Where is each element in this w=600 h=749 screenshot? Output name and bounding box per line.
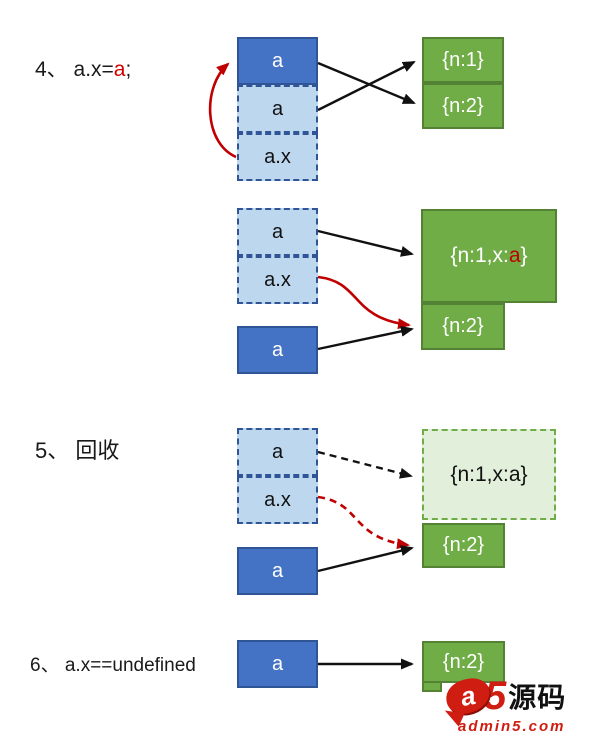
step6-label: 6、 a.x==undefined [30, 650, 196, 677]
step5-var-ax: a.x [237, 476, 318, 524]
arrow-step5-var-a-to-n1xa-dashed [317, 450, 413, 479]
step4b-obj-n1xa-text: {n:1,x:a} [450, 244, 527, 268]
step5-obj-n1xa-text: {n:1,x:a} [450, 462, 528, 486]
arrow-step4b-ax-to-n2-red-curve [317, 275, 411, 330]
step5-obj-n2-text: {n:2} [442, 534, 485, 556]
step4b-var-a-text: a [271, 220, 284, 243]
step4b-var-ax: a.x [237, 256, 318, 304]
arrow-step4b-var-a-to-n1xa [317, 229, 414, 257]
arrow-step4-var-a-to-n1 [317, 60, 416, 112]
step4b-obj-n2-text: {n:2} [442, 315, 484, 337]
step5-label: 5、 回收 [35, 433, 119, 465]
step4-label-semicolon: ; [125, 58, 132, 81]
arrow-step4-ax-to-a-red-curve [208, 62, 237, 159]
step4b-heap-obj-n1xa: {n:1,x:a} [421, 209, 557, 303]
arrow-step5-frame-a-to-n2 [317, 545, 414, 573]
step4-label-text: 4、 a.x= [35, 58, 114, 81]
step6-stack-frame-a: a [237, 640, 318, 688]
step6-obj-n2-text: {n:2} [442, 650, 485, 673]
step4b-heap-obj-n2: {n:2} [421, 303, 505, 350]
a5-logo-swoosh-icon [442, 710, 465, 728]
step4-obj-n1-text: {n:1} [442, 48, 484, 71]
step5-heap-obj-n2: {n:2} [422, 523, 505, 568]
step4-frame-a-text: a [271, 49, 284, 72]
step4b-obj-n1xa-prefix: {n:1,x: [450, 244, 509, 267]
step5-frame-a-text: a [271, 559, 284, 582]
step4-label: 4、 a.x=a; [35, 53, 131, 83]
step5-var-ax-text: a.x [264, 488, 291, 511]
a5-logo-a-text: a [458, 679, 478, 712]
step4b-obj-n1xa-red-a: a [508, 244, 521, 267]
step6-frame-a-text: a [271, 652, 284, 675]
step4-heap-obj-n1: {n:1} [422, 37, 504, 83]
a5-logo-row: a 5 源码 [442, 674, 598, 728]
step4b-frame-a-text: a [271, 338, 284, 361]
step4b-obj-n1xa-suffix: } [520, 244, 528, 267]
step4-var-ax: a.x [237, 133, 318, 181]
arrow-step4b-frame-a-to-n2 [317, 325, 414, 351]
step5-heap-obj-n1xa-collected: {n:1,x:a} [422, 429, 556, 520]
step4b-stack-frame-a: a [237, 326, 318, 374]
step5-var-a-text: a [271, 440, 284, 463]
a5-logo-domain-text: admin5.com [458, 718, 566, 735]
step4-var-a-text: a [271, 97, 284, 120]
step4-heap-obj-n2: {n:2} [422, 83, 504, 129]
a5-logo-name-text: 源码 [508, 682, 567, 713]
step4b-var-a: a [237, 208, 318, 256]
step5-stack-frame-a: a [237, 547, 318, 595]
step4-var-ax-text: a.x [264, 145, 291, 168]
step4-var-a: a [237, 85, 318, 133]
arrow-step4-frame-a-to-n2 [317, 61, 416, 105]
step6-label-text: 6、 a.x==undefined [30, 655, 196, 676]
step6-heap-obj-n2: {n:2} [422, 641, 505, 683]
step4b-var-ax-text: a.x [264, 268, 291, 291]
step4-stack-frame-a: a [237, 37, 318, 85]
step4-label-red-a: a [113, 58, 126, 81]
step5-label-text: 5、 回收 [35, 438, 120, 463]
a5-logo-5-text: 5 [484, 674, 507, 718]
arrow-step5-ax-to-n2-red-dashed [317, 495, 410, 550]
a5-watermark-logo: a 5 源码 admin5.com [442, 674, 598, 748]
step5-var-a: a [237, 428, 318, 476]
step4-obj-n2-text: {n:2} [442, 94, 484, 117]
